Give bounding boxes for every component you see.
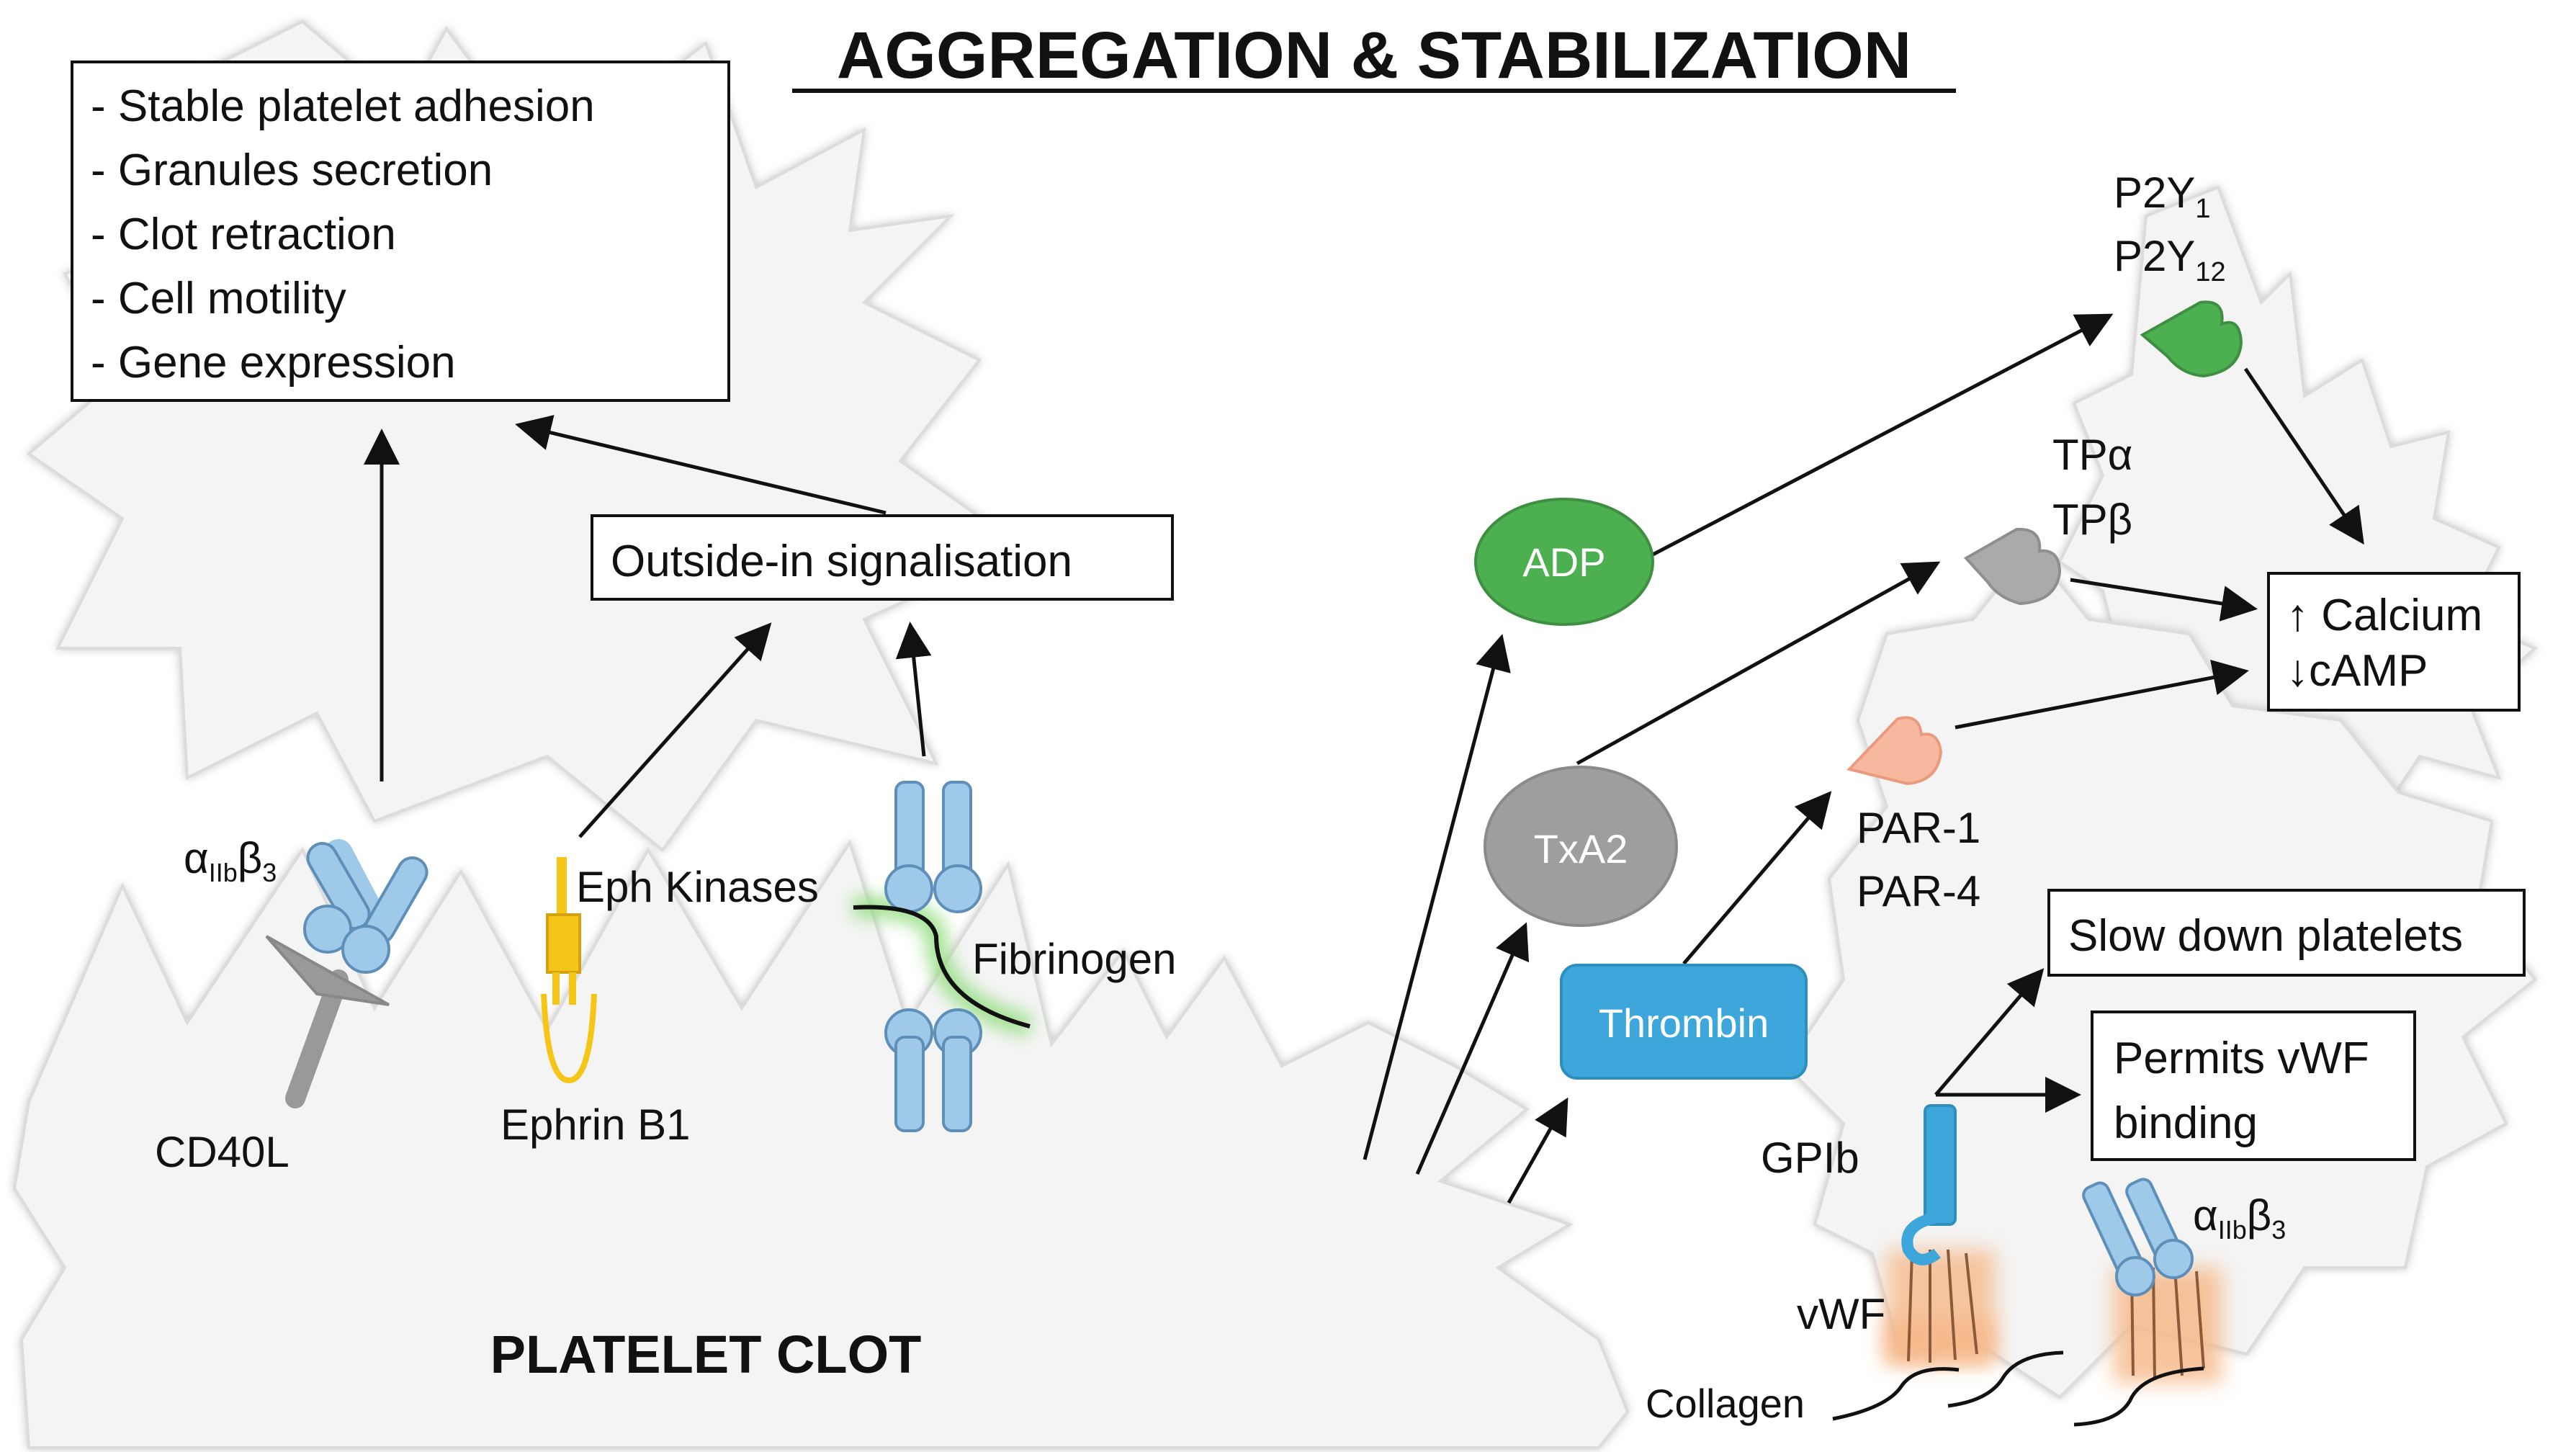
txa2-node: TxA2	[1484, 766, 1678, 927]
integrin-collagen-receptor-right	[2082, 1178, 2222, 1383]
svg-text:Permits vWF: Permits vWF	[2114, 1034, 2369, 1083]
p2y12-label: P2Y12	[2114, 232, 2226, 287]
outcome-item: - Cell motility	[91, 274, 346, 323]
svg-text:Slow down platelets: Slow down platelets	[2068, 911, 2463, 961]
integrin-label-right: αIIbβ3	[2193, 1191, 2286, 1245]
arrow-tp-to-calcium	[2070, 578, 2258, 622]
svg-text:αIIbβ3: αIIbβ3	[184, 834, 277, 887]
ephrin-b1-label: Ephrin B1	[501, 1101, 691, 1149]
left-arrows	[364, 415, 932, 838]
outcome-item: - Granules secretion	[91, 145, 493, 195]
adp-node: ADP	[1474, 498, 1654, 626]
outside-in-box: Outside-in signalisation	[591, 514, 1174, 601]
thrombin-node: Thrombin	[1560, 964, 1808, 1080]
svg-text:ADP: ADP	[1522, 539, 1605, 585]
arrow-p2y-to-calcium	[2243, 367, 2364, 545]
calcium-camp-box: ↑ Calcium ↓cAMP	[2267, 572, 2521, 712]
arrow-txa2-to-tp	[1576, 561, 1941, 766]
outcome-item: - Gene expression	[91, 338, 456, 387]
par1-label: PAR-1	[1857, 804, 1980, 852]
svg-text:Thrombin: Thrombin	[1599, 1000, 1769, 1046]
fibrinogen-label: Fibrinogen	[972, 935, 1177, 983]
svg-text:↓cAMP: ↓cAMP	[2286, 646, 2428, 696]
eph-ephrin-receptor	[541, 857, 597, 1084]
arrow-par-to-calcium	[1955, 660, 2249, 730]
platelet-clot-label: PLATELET CLOT	[490, 1325, 922, 1384]
outcomes-box: - Stable platelet adhesion - Granules se…	[71, 60, 730, 402]
cd40l-label: CD40L	[155, 1128, 290, 1176]
par-receptor-icon	[1846, 716, 1943, 786]
mediator-arrows	[1363, 313, 2364, 1204]
arrow-thrombin-to-par	[1682, 791, 1832, 965]
outcome-item: - Clot retraction	[91, 210, 396, 259]
gpib-vwf-receptor	[1885, 1104, 1995, 1365]
integrin-cd40l-receptor	[265, 839, 428, 1108]
arrow-clot-to-txa2	[1415, 922, 1529, 1175]
vwf-label: vWF	[1797, 1290, 1885, 1338]
collagen-fibers	[1832, 1350, 2204, 1427]
arrow-gpib-to-slow	[1934, 968, 2045, 1096]
eph-kinases-label: Eph Kinases	[576, 863, 819, 911]
par4-label: PAR-4	[1857, 867, 1980, 915]
platelet-clot-main	[12, 839, 1630, 1449]
arrow-clot-to-thrombin	[1507, 1097, 1569, 1204]
svg-text:TxA2: TxA2	[1534, 826, 1628, 871]
arrow-outside-in-to-outcomes	[515, 415, 887, 515]
p2y1-label: P2Y1	[2114, 169, 2211, 224]
arrow-fibrinogen-to-outside-in	[895, 622, 932, 757]
gpib-label: GPIb	[1761, 1134, 1859, 1182]
tp-beta-label: TPβ	[2052, 496, 2132, 544]
svg-text:binding: binding	[2114, 1098, 2258, 1148]
tp-alpha-label: TPα	[2052, 431, 2132, 479]
diagram-title: AGGREGATION & STABILIZATION	[837, 19, 1911, 92]
integrin-label-left: αIIbβ3	[184, 834, 277, 887]
tp-receptor-icon	[1963, 527, 2062, 606]
arrow-clot-to-adp	[1363, 634, 1511, 1160]
arrow-adp-to-p2y	[1651, 313, 2114, 557]
collagen-label: Collagen	[1646, 1381, 1805, 1426]
fibrinogen-bridge	[853, 781, 1033, 1132]
permits-vwf-box: Permits vWF binding	[2091, 1010, 2416, 1161]
outside-in-label: Outside-in signalisation	[611, 537, 1072, 586]
slow-down-box: Slow down platelets	[2047, 889, 2526, 977]
outcome-item: - Stable platelet adhesion	[91, 81, 595, 131]
arrow-eph-to-outside-in	[578, 622, 772, 838]
p2y-receptor-icon	[2140, 300, 2243, 378]
svg-text:↑ Calcium: ↑ Calcium	[2286, 591, 2482, 640]
